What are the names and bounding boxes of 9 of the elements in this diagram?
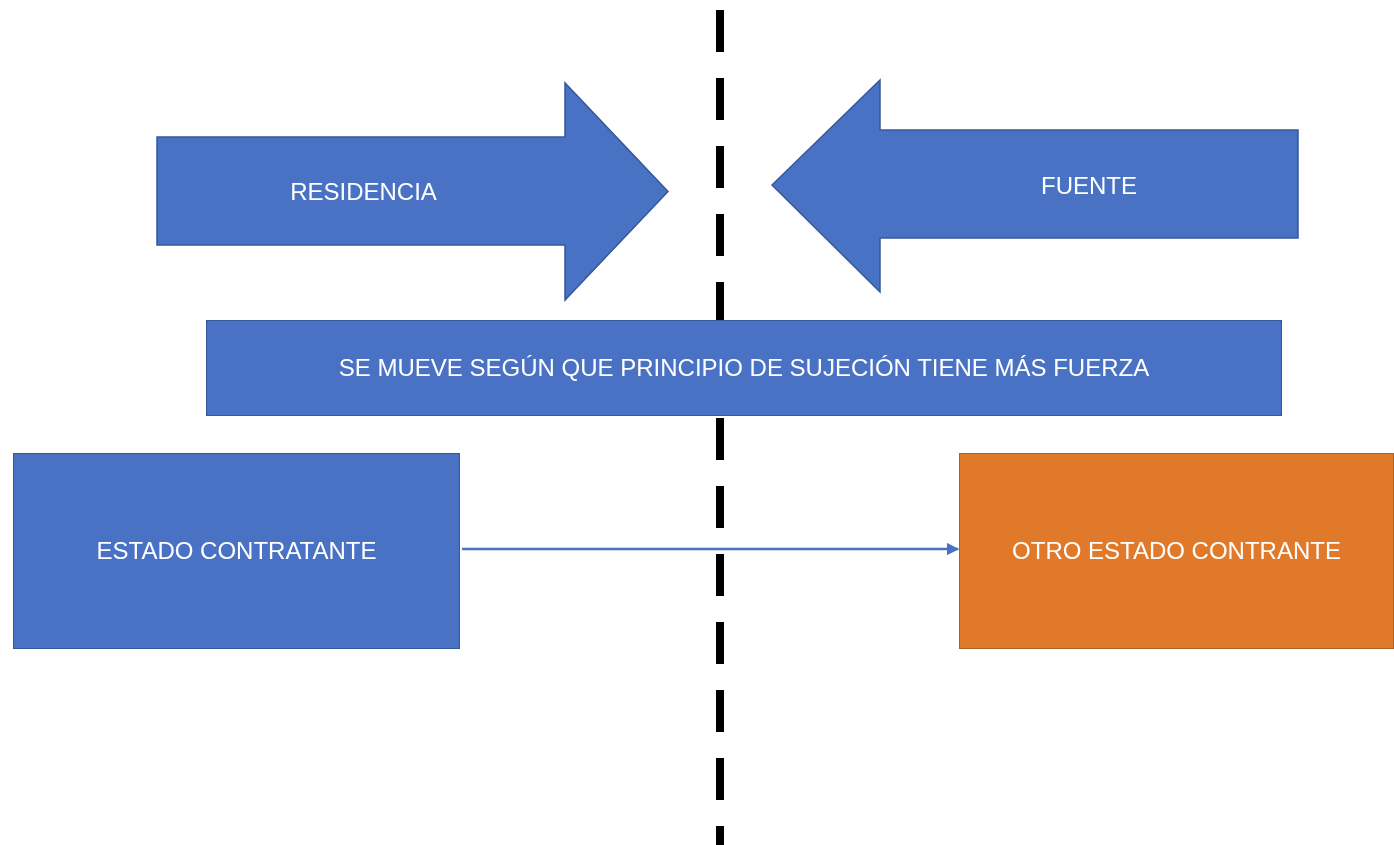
- box-label: OTRO ESTADO CONTRANTE: [1012, 537, 1341, 565]
- box-label: SE MUEVE SEGÚN QUE PRINCIPIO DE SUJECIÓN TIENE MÁS FUERZA: [338, 354, 1150, 382]
- box-label: FUENTE: [1040, 172, 1138, 200]
- box-label: ESTADO CONTRATANTE: [96, 537, 377, 565]
- process-box: [13, 453, 460, 649]
- process-box: [959, 453, 1394, 649]
- process-box: [206, 320, 1282, 416]
- arrow: [462, 542, 960, 556]
- box-label: RESIDENCIA: [289, 177, 438, 206]
